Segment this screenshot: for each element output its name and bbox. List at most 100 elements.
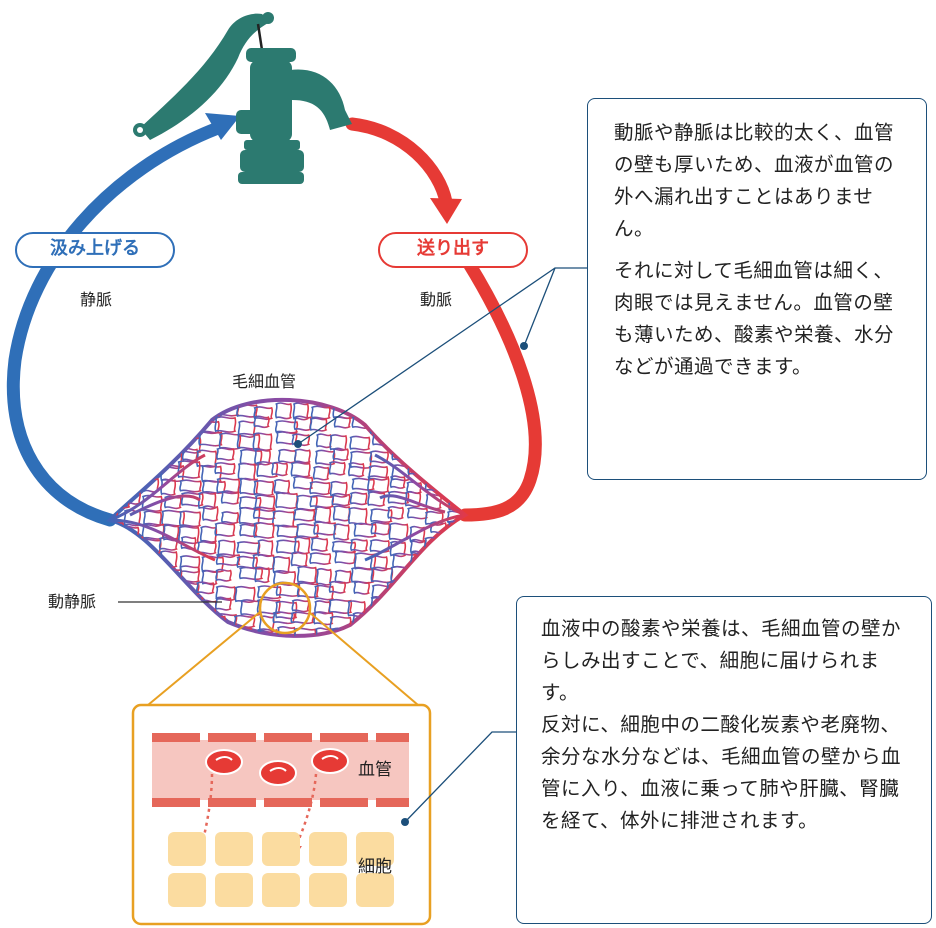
capillary-mesh-cell (274, 402, 293, 420)
capillary-mesh-cell (469, 585, 487, 600)
capillary-mesh-cell (293, 508, 316, 522)
capillary-mesh-cell (293, 536, 311, 555)
capillary-mesh-cell (274, 420, 299, 434)
capillary-mesh-cell (196, 626, 216, 636)
vein-vessel (6, 121, 225, 527)
capillary-mesh-cell (425, 615, 445, 633)
capillary-mesh-cell (445, 446, 465, 461)
zoom-line-right (308, 611, 419, 706)
zoom-line-left (147, 611, 261, 706)
capillary-mesh-cell (201, 570, 218, 586)
red-blood-cell (205, 748, 349, 786)
capillary-mesh-cell (215, 568, 232, 582)
capillary-mesh-cell (429, 629, 450, 636)
capillary-mesh-cell (179, 479, 202, 493)
capillary-mesh-cell (124, 610, 141, 629)
capillary-mesh-cell (467, 465, 483, 480)
capillary-mesh-cell (410, 629, 434, 636)
vessel-wall (152, 733, 409, 807)
capillary-mesh-cell (144, 611, 166, 625)
capillary-mesh-cell (462, 448, 465, 463)
capillary-mesh-cell (348, 401, 368, 415)
capillary-mesh-cell (179, 420, 201, 436)
capillary-mesh-cell (143, 448, 162, 465)
capillary-mesh-cell (367, 475, 390, 494)
capillary-mesh-cell (469, 526, 484, 539)
capillary-mesh-cell (253, 415, 270, 429)
capillary-mesh-cell (427, 462, 448, 481)
capillary-mesh-cell (252, 432, 273, 451)
capillary-mesh-cell (347, 627, 365, 636)
capillary-mesh-cell (142, 460, 159, 476)
capillary-mesh-cell (309, 494, 335, 509)
exchange-text-1: 血液中の酸素や栄養は、毛細血管の壁からしみ出すことで、細胞に届けられます。 (541, 617, 902, 704)
capillary-mesh-cell (122, 446, 142, 461)
vessel-label: 血管 (358, 760, 392, 780)
capillary-mesh-cell (254, 448, 271, 466)
capillary-mesh-cell (254, 494, 276, 512)
capillary-mesh-cell (253, 479, 275, 497)
capillary-mesh-cell (214, 522, 236, 537)
capillary-mesh-cell (353, 522, 377, 538)
capillary-mesh-cell (463, 431, 465, 445)
capillary-mesh-cell (110, 580, 121, 598)
capillary-mesh-cell (313, 521, 337, 536)
capillary-mesh-cell (110, 569, 130, 588)
capillary-mesh-cell (161, 400, 182, 415)
capillary-mesh-cell (333, 523, 350, 541)
capillary-mesh-cell (423, 420, 441, 434)
capillary-mesh-cell (389, 475, 406, 489)
capillary-mesh-cell (444, 404, 465, 424)
cell-label: 細胞 (358, 857, 392, 877)
capillary-mesh-cell (215, 553, 241, 566)
exchange-text-2: 反対に、細胞中の二酸化炭素や老廃物、余分な水分などは、毛細血管の壁から血管に入り… (541, 713, 902, 832)
capillary-mesh-cell (140, 581, 164, 596)
capillary-mesh-cell (126, 627, 151, 636)
capillary-branch-right (364, 453, 466, 562)
capillary-mesh-cell (220, 490, 240, 505)
capillary-mesh-cell (290, 611, 315, 625)
capillary-mesh-cell (161, 417, 178, 437)
cell-exchange-inset (131, 703, 432, 926)
capillary-mesh-cell (199, 525, 218, 543)
vein-label: 静脈 (80, 290, 113, 309)
capillary-mesh-cell (331, 492, 351, 507)
capillary-mesh-cell (466, 627, 484, 640)
capillary-mesh-cell (293, 627, 317, 636)
capillary-mesh-cell (215, 585, 236, 602)
capillary-mesh-cell (140, 420, 156, 436)
capillary-mesh-cell (236, 541, 261, 555)
capillary-mesh-cell (390, 612, 409, 626)
capillary-mesh-cell (198, 430, 223, 447)
capillary-mesh-cell (461, 478, 465, 496)
capillary-mesh-cell (177, 611, 202, 631)
capillary-mesh-cell (197, 540, 217, 555)
capillary-mesh-cell (139, 568, 160, 585)
capillary-mesh-cell (350, 538, 369, 552)
capillary-mesh-cell (253, 406, 274, 421)
capillary-mesh-cell (296, 523, 320, 539)
capillary-mesh-cell (110, 464, 125, 478)
capillary-mesh-cell (180, 401, 202, 417)
capillary-mesh-cell (157, 582, 175, 598)
capillary-mesh-cell (178, 510, 202, 528)
capillary-mesh-cell (239, 523, 258, 538)
artery-lower-vessel (458, 255, 542, 522)
capillary-mesh-cell (409, 614, 432, 631)
capillary-mesh-cell (124, 598, 149, 613)
capillary-mesh-cell (445, 625, 464, 636)
capillary-mesh-cell (310, 405, 331, 420)
vein-arrowhead (205, 113, 240, 140)
capillary-mesh-cell (461, 610, 465, 628)
vessel-wall-text-2: それに対して毛細血管は細く、肉眼では見えません。血管の壁も薄いため、酸素や栄養、… (614, 259, 895, 378)
capillary-mesh-cell (252, 506, 276, 520)
capillary-mesh-cell (314, 449, 336, 466)
capillary-mesh-cell (271, 510, 295, 528)
artery-label: 動脈 (420, 290, 453, 309)
capillary-mesh-cell (333, 416, 351, 429)
arteriovenous-label: 動静脈 (48, 592, 97, 611)
capillary-mesh-cell (290, 551, 308, 568)
capillary-mesh-cell (144, 553, 162, 571)
capillary-mesh-cell (235, 626, 253, 636)
